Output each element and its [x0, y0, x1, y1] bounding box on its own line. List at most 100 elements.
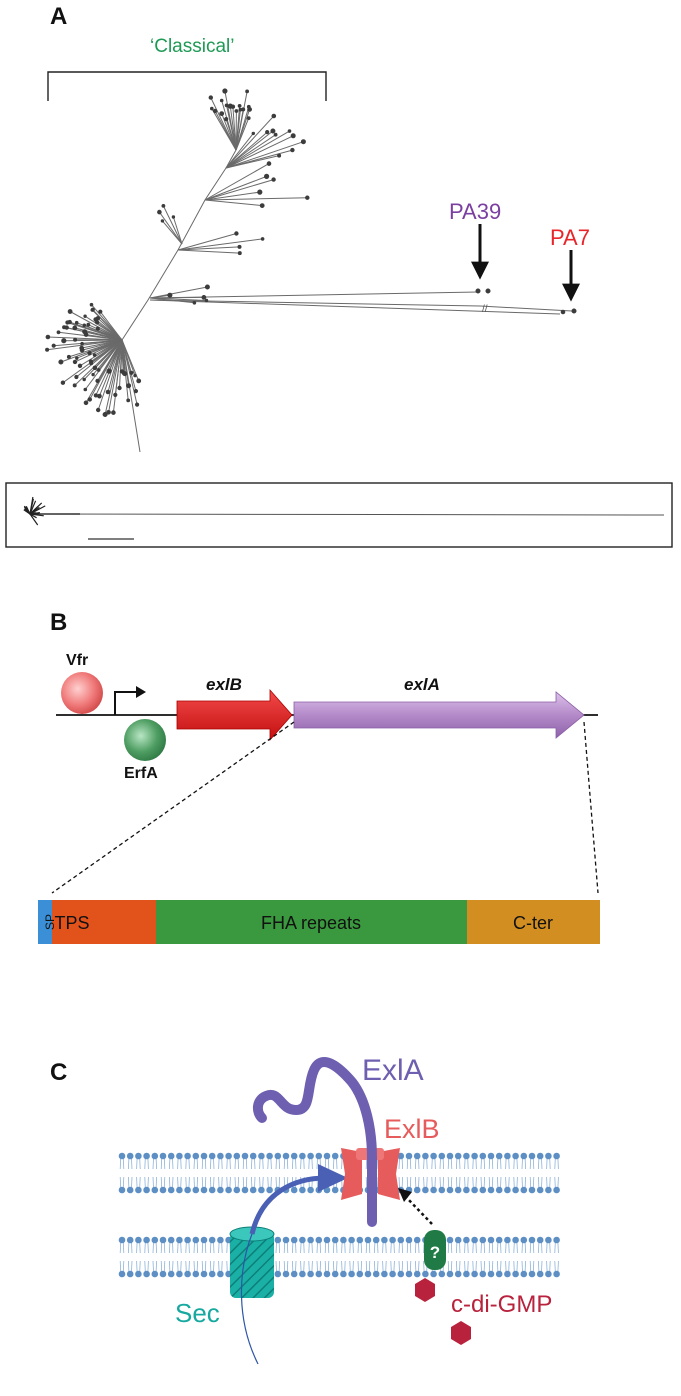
sec-label: Sec	[175, 1298, 220, 1328]
lipid-head	[372, 1270, 380, 1278]
lipid-head	[290, 1152, 298, 1160]
tree-tip	[56, 330, 61, 335]
tree-tip	[72, 325, 78, 331]
tree-tip	[61, 338, 67, 344]
lipid-head	[241, 1186, 249, 1194]
tree-tip	[97, 393, 102, 399]
tree-branch	[82, 339, 123, 345]
tree-tip	[82, 323, 87, 328]
lipid-head	[126, 1186, 134, 1194]
tree-branch	[235, 91, 248, 151]
tree-tip	[133, 373, 137, 378]
lipid-head	[528, 1186, 536, 1194]
lipid-head	[200, 1152, 208, 1160]
lipid-head	[397, 1236, 405, 1244]
lipid-head	[446, 1236, 454, 1244]
lipid-head	[159, 1152, 167, 1160]
tree-tip	[246, 116, 251, 121]
lipid-head	[307, 1236, 314, 1244]
tree-tip	[129, 370, 134, 375]
lipid-head	[323, 1236, 331, 1244]
lipid-head	[159, 1186, 167, 1194]
branch-break-mark: //	[482, 304, 488, 315]
exla-protein	[252, 1057, 377, 1227]
lipid-head	[258, 1152, 265, 1160]
lipid-head	[520, 1152, 528, 1160]
tree-branch	[67, 322, 123, 341]
tree-tip	[247, 107, 252, 112]
lipid-head	[143, 1236, 150, 1244]
tree-tip	[75, 356, 79, 360]
tip-pa7-b	[560, 309, 566, 315]
outer-membrane	[118, 1152, 560, 1194]
lipid-head	[512, 1186, 519, 1194]
lipid-head	[545, 1152, 552, 1160]
tree-tip	[117, 385, 122, 391]
tree-branch	[235, 117, 250, 151]
tree-tip	[290, 133, 296, 139]
lipid-head	[167, 1270, 175, 1278]
inset-tree-branch	[29, 512, 40, 515]
lipid-head	[331, 1152, 339, 1160]
inset-tree-branch	[29, 500, 37, 515]
lipid-head	[536, 1186, 544, 1194]
lipid-head	[471, 1186, 478, 1194]
tree-tip	[126, 398, 131, 403]
panel-letter-b: B	[50, 609, 67, 636]
lipid-head	[545, 1236, 552, 1244]
lipid-head	[200, 1270, 208, 1278]
lipid-head	[545, 1186, 552, 1194]
tree-tip	[58, 359, 64, 365]
lipid-head	[225, 1186, 232, 1194]
lipid-head	[463, 1186, 470, 1194]
tree-tip	[113, 392, 118, 398]
tree-branch	[107, 339, 123, 393]
lipid-head	[233, 1152, 241, 1160]
tree-tip	[95, 316, 101, 321]
tree-tip	[157, 209, 162, 215]
tree-tip	[161, 203, 166, 208]
lipid-head	[126, 1236, 134, 1244]
tree-branch	[177, 246, 240, 251]
lipid-head	[217, 1186, 224, 1194]
tree-branch	[84, 331, 123, 341]
branch-pa7	[479, 305, 573, 312]
tree-tip	[95, 407, 101, 413]
tree-tip	[305, 195, 310, 200]
lipid-head	[208, 1186, 216, 1194]
tree-tip	[234, 231, 239, 236]
activation-arrow	[404, 1195, 433, 1225]
tree-tip	[224, 116, 229, 122]
lipid-head	[217, 1152, 224, 1160]
vfr-regulator	[61, 672, 103, 714]
lipid-head	[381, 1236, 388, 1244]
lipid-head	[143, 1152, 150, 1160]
tree-branch	[119, 339, 123, 389]
lipid-head	[446, 1152, 454, 1160]
lipid-head	[217, 1270, 224, 1278]
tree-branch	[225, 115, 275, 169]
lipid-head	[356, 1236, 364, 1244]
unknown-factor	[424, 1230, 446, 1270]
lipid-head	[364, 1236, 372, 1244]
lipid-head	[274, 1236, 282, 1244]
domain-c-ter	[467, 900, 600, 944]
lipid-head	[118, 1186, 126, 1194]
lipid-head	[454, 1152, 462, 1160]
lipid-head	[315, 1152, 323, 1160]
tree-tip	[290, 147, 295, 153]
lipid-head	[446, 1270, 454, 1278]
lipid-head	[463, 1152, 470, 1160]
lipid-head	[454, 1270, 462, 1278]
lipid-head	[389, 1236, 396, 1244]
tree-tip	[72, 383, 77, 388]
lipid-head	[454, 1186, 462, 1194]
tree-branch	[74, 339, 123, 386]
tree-tip	[271, 113, 277, 119]
tree-tip	[270, 128, 276, 134]
tree-tip	[133, 389, 138, 394]
tree-tip	[237, 104, 242, 108]
tree-tip	[241, 107, 246, 112]
tree-tip	[102, 411, 108, 417]
